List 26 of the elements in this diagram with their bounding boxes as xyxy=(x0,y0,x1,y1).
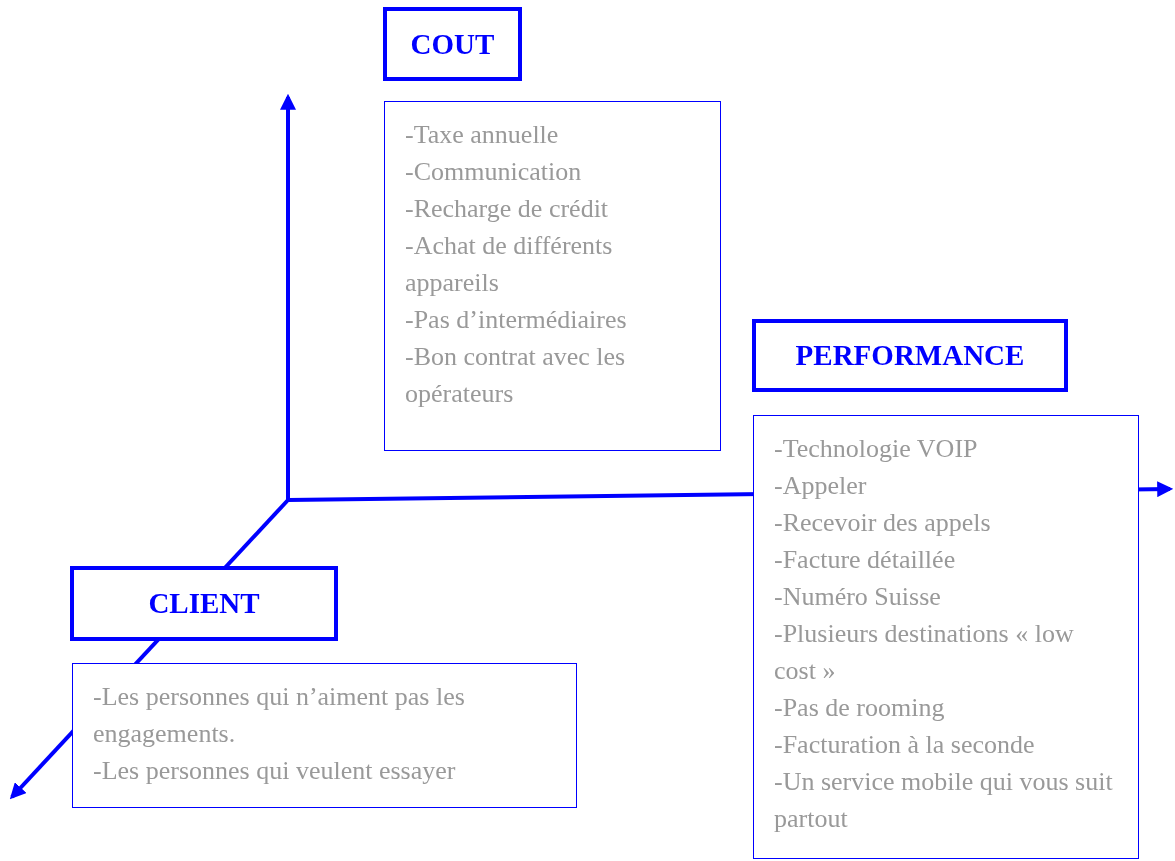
list-item: -Plusieurs destinations « low cost » xyxy=(774,618,1075,687)
list-item: -Bon contrat avec les opérateurs xyxy=(405,341,627,410)
list-item: -Pas de rooming xyxy=(774,692,946,724)
list-box xyxy=(384,101,721,451)
axis-title: CLIENT xyxy=(148,587,260,620)
list-item: -Un service mobile qui vous suit partout xyxy=(774,766,1114,835)
list-item: -Appeler xyxy=(774,470,868,502)
list-item: -Taxe annuelle xyxy=(405,119,560,151)
list-box xyxy=(753,415,1139,859)
list-item: -Les personnes qui n’aiment pas les engagements. xyxy=(93,681,466,750)
list-item: -Numéro Suisse xyxy=(774,581,942,613)
list-item: -Facturation à la seconde xyxy=(774,729,1036,761)
list-item: -Recharge de crédit xyxy=(405,193,610,225)
axis-title: COUT xyxy=(410,27,495,61)
list-box xyxy=(72,663,577,808)
list-item: -Pas d’intermédiaires xyxy=(405,304,628,336)
axis-title: PERFORMANCE xyxy=(795,339,1025,372)
list-item: -Recevoir des appels xyxy=(774,507,992,539)
axis-title-box xyxy=(752,319,1068,392)
list-item: -Technologie VOIP xyxy=(774,433,979,465)
list-item: -Achat de différents appareils xyxy=(405,230,614,299)
list-item: -Communication xyxy=(405,156,583,188)
axis-title-box xyxy=(383,7,522,81)
list-item: -Facture détaillée xyxy=(774,544,957,576)
list-item: -Les personnes qui veulent essayer xyxy=(93,755,457,787)
axis-title-box xyxy=(70,566,338,641)
